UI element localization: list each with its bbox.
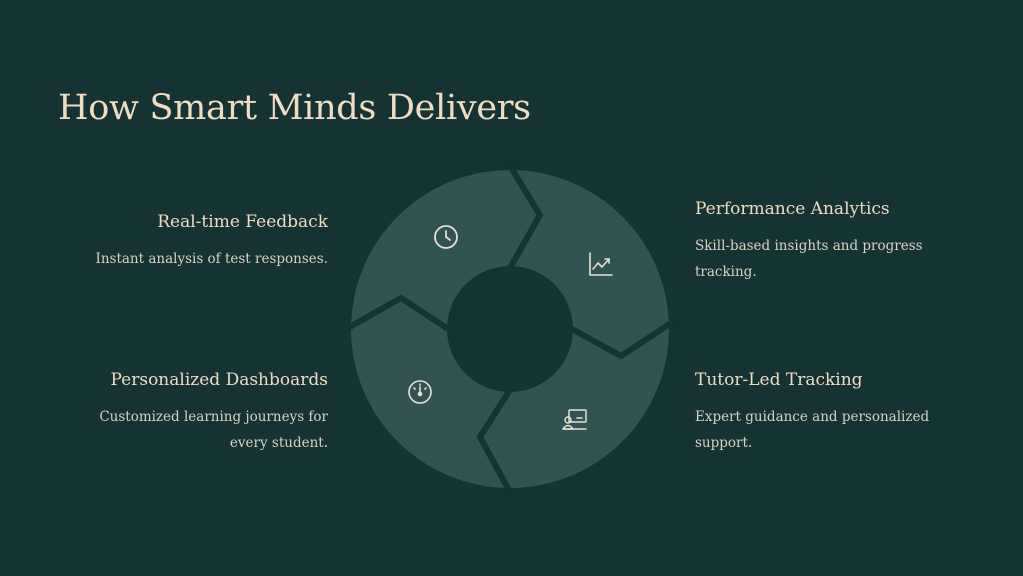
cycle-center: [447, 266, 573, 392]
page-title: How Smart Minds Delivers: [58, 88, 531, 128]
clock-icon: [434, 225, 458, 249]
segment-divider-top: [507, 164, 544, 270]
feature-description: Skill-based insights and progress tracki…: [695, 238, 923, 280]
feature-heading: Tutor-Led Tracking: [695, 370, 863, 390]
gauge-icon: [408, 380, 432, 404]
cycle-diagram: [346, 164, 676, 494]
segment-divider-right: [570, 318, 676, 360]
feature-heading: Performance Analytics: [695, 199, 890, 219]
feature-real-time-feedback: Real-time Feedback Instant analysis of t…: [68, 212, 329, 272]
trending-up-chart-icon: [589, 252, 613, 276]
feature-heading: Real-time Feedback: [157, 212, 328, 232]
segment-divider-bottom: [476, 388, 513, 494]
feature-description: Expert guidance and personalized support…: [695, 409, 930, 451]
feature-heading: Personalized Dashboards: [110, 370, 328, 390]
tutor-board-icon: [562, 409, 587, 430]
segment-divider-left: [346, 294, 450, 332]
feature-description: Instant analysis of test responses.: [95, 251, 329, 267]
feature-personalized-dashboards: Personalized Dashboards Customized learn…: [68, 370, 328, 456]
feature-performance-analytics: Performance Analytics Skill-based insigh…: [695, 199, 955, 285]
feature-description: Customized learning journeys for every s…: [99, 409, 328, 451]
feature-tutor-led-tracking: Tutor-Led Tracking Expert guidance and p…: [695, 370, 955, 456]
